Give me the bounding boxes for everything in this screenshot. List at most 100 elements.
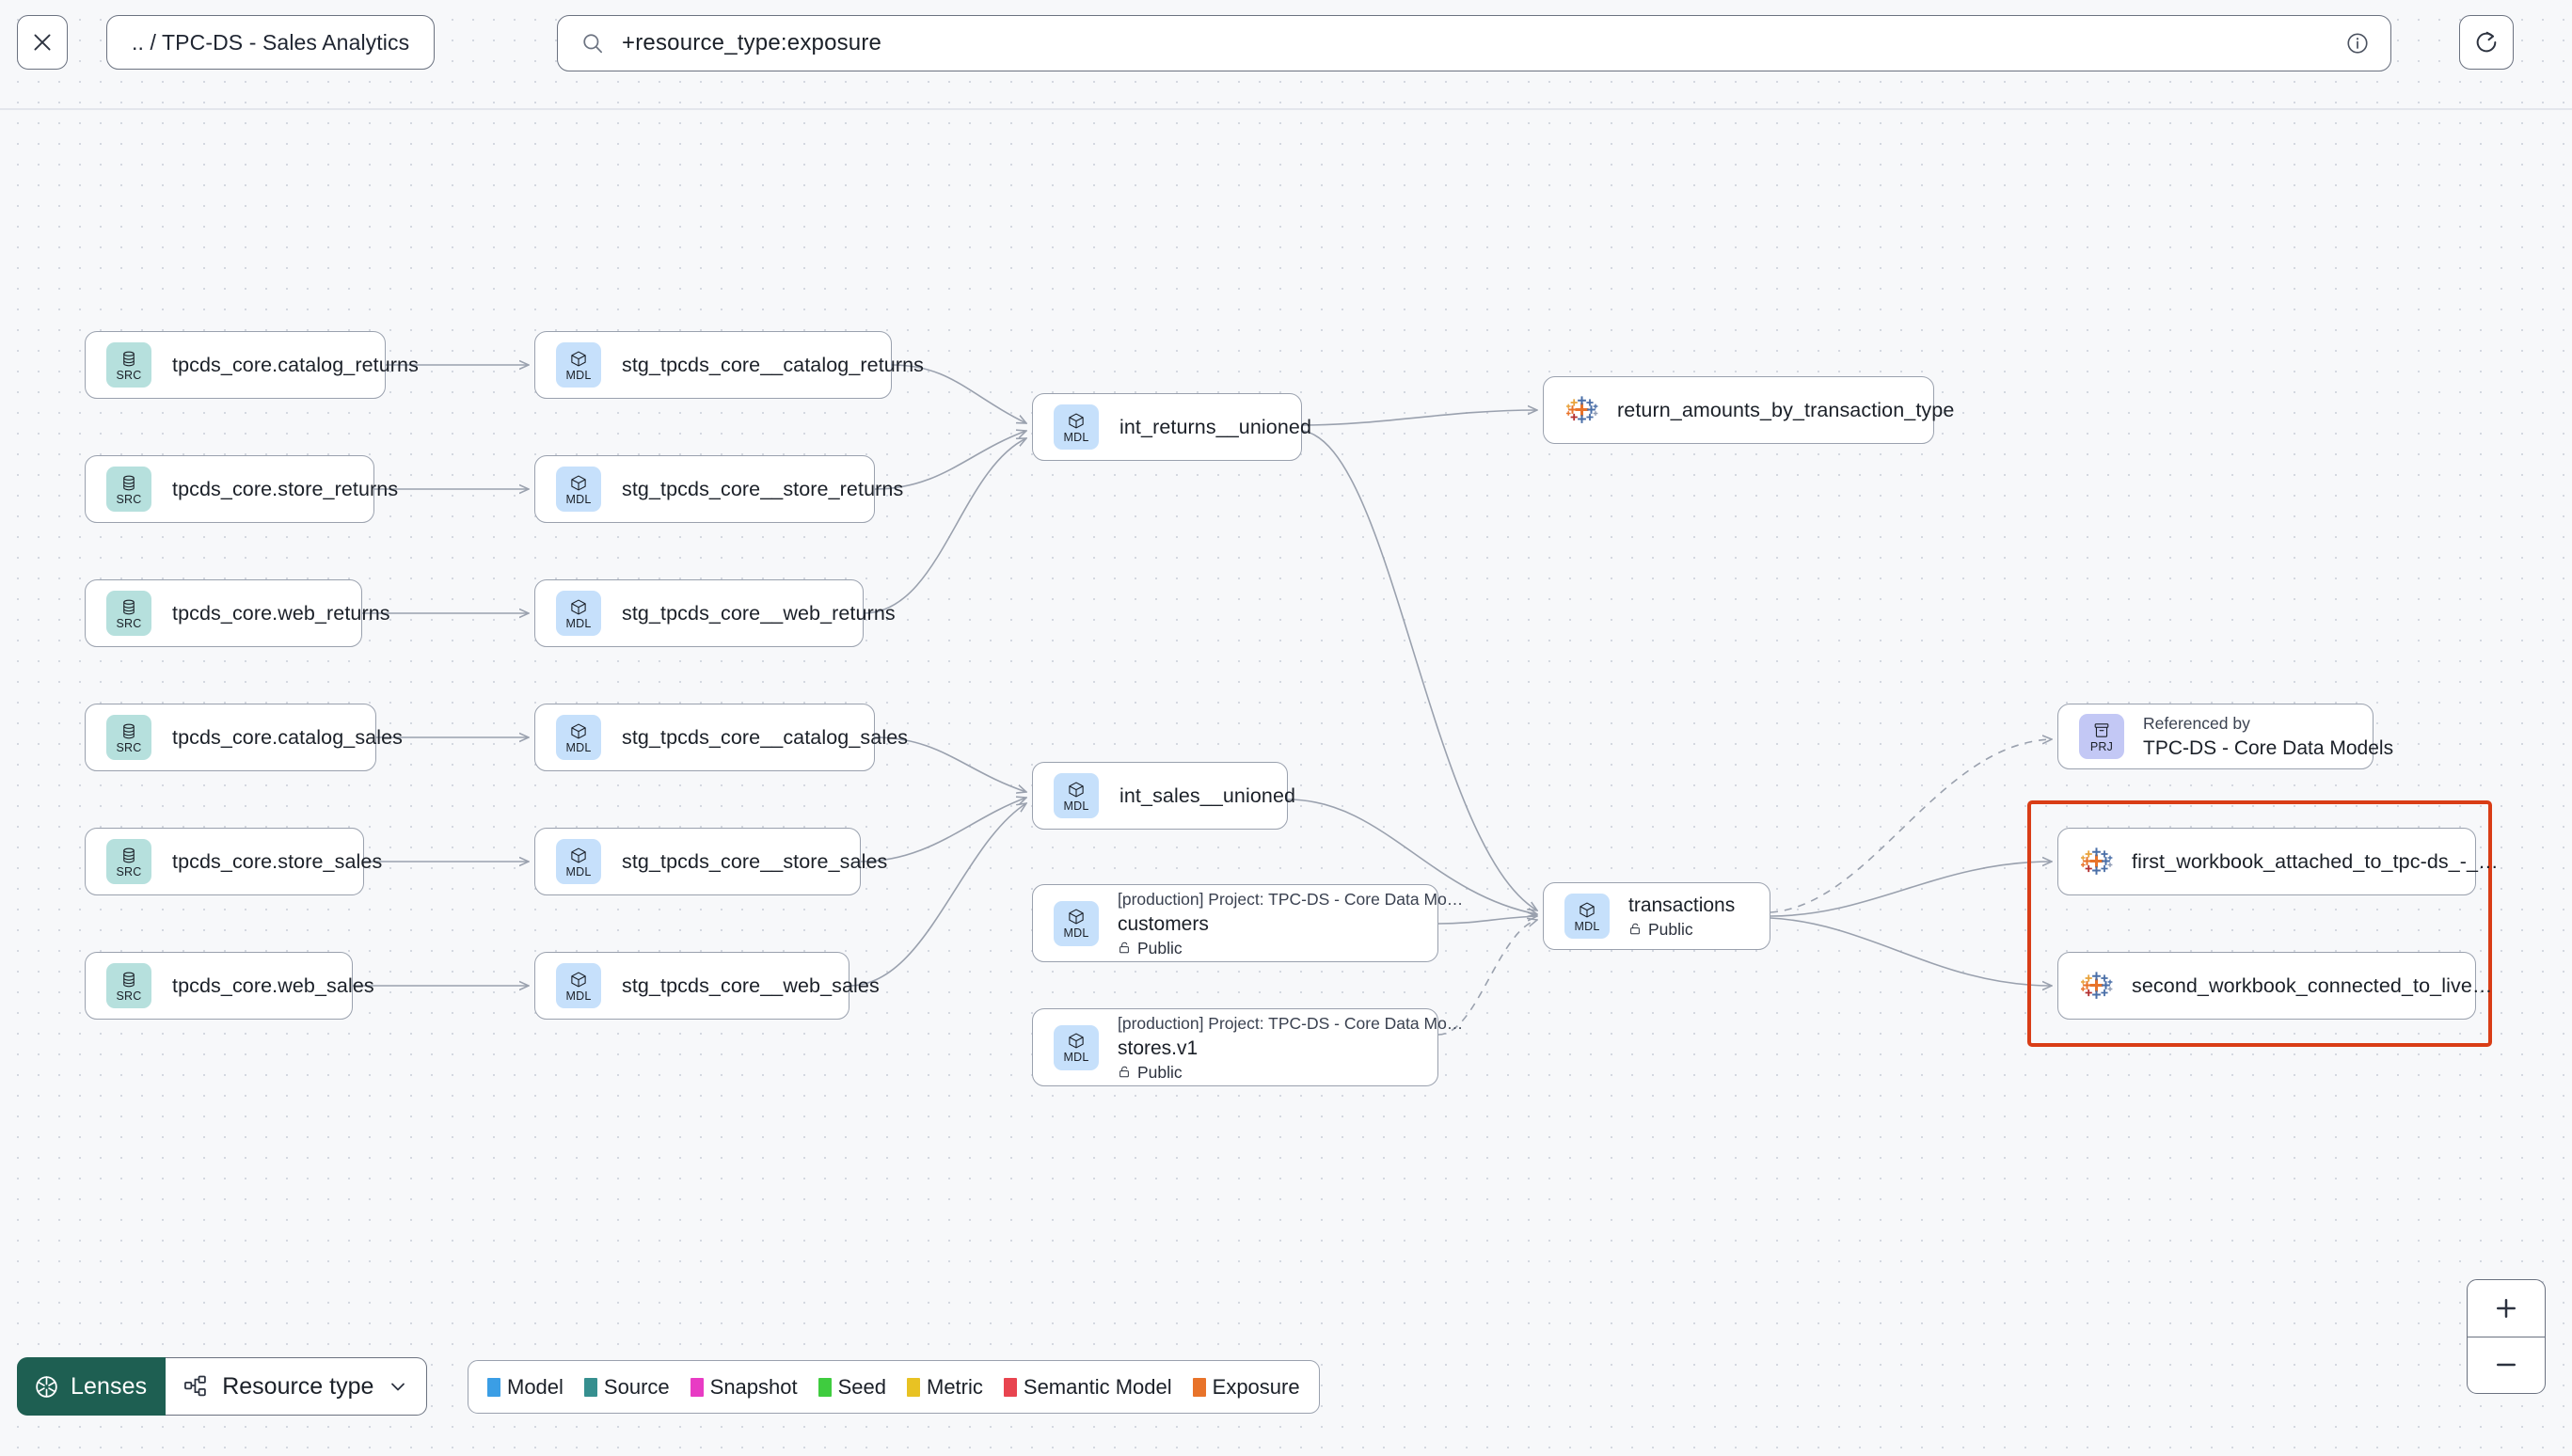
- node-type-badge-label: SRC: [116, 616, 142, 630]
- node-type-badge-label: MDL: [1063, 1051, 1089, 1064]
- legend-item: Metric: [907, 1375, 983, 1400]
- legend-label: Seed: [837, 1374, 886, 1399]
- legend-label: Semantic Model: [1023, 1374, 1172, 1399]
- node-label: stg_tpcds_core__web_sales: [622, 973, 880, 997]
- node-label: tpcds_core.store_returns: [172, 477, 399, 500]
- node-label: transactions: [1628, 894, 1736, 916]
- legend-label: Source: [603, 1374, 670, 1399]
- node-type-badge-label: MDL: [565, 989, 592, 1003]
- node-label: first_workbook_attached_to_tpc-ds_-_…: [2132, 849, 2499, 873]
- chevron-down-icon: [391, 1383, 405, 1391]
- graph-node-src-store-sales[interactable]: SRC tpcds_core.store_sales: [85, 828, 382, 895]
- aperture-icon: [36, 1375, 57, 1398]
- nodes-icon: [184, 1375, 207, 1397]
- node-visibility: Public: [1118, 1061, 1463, 1084]
- resource-type-label: Resource type: [222, 1372, 374, 1400]
- exposure-highlight-box: [2027, 800, 2492, 1047]
- database-icon: [123, 847, 135, 863]
- cube-icon: [1069, 782, 1084, 797]
- lenses-label: Lenses: [71, 1372, 148, 1400]
- cube-icon: [571, 972, 586, 987]
- tableau-icon: [1566, 396, 1598, 423]
- graph-node-stg-web-returns[interactable]: MDL stg_tpcds_core__web_returns: [534, 579, 896, 647]
- node-type-badge: MDL: [556, 715, 601, 760]
- node-type-badge-label: SRC: [116, 864, 142, 878]
- zoom-in-button[interactable]: [2468, 1280, 2545, 1337]
- node-type-badge-label: MDL: [1063, 926, 1089, 940]
- legend-item: Exposure: [1192, 1374, 1300, 1400]
- graph-node-exp-second-workbook[interactable]: second_workbook_connected_to_live…: [2057, 952, 2492, 1020]
- close-icon: [34, 34, 51, 51]
- node-subtitle: Referenced by: [2143, 714, 2250, 733]
- node-visibility-label: Public: [1137, 1062, 1183, 1082]
- lenses-button[interactable]: Lenses: [17, 1357, 167, 1416]
- node-type-badge-label: MDL: [565, 864, 592, 878]
- search-bar[interactable]: +resource_type:exposure: [557, 15, 2391, 71]
- node-label: int_sales__unioned: [1119, 783, 1296, 807]
- graph-node-return-amounts[interactable]: return_amounts_by_transaction_type: [1543, 376, 1954, 444]
- node-label: second_workbook_connected_to_live…: [2132, 973, 2493, 997]
- unlock-icon: [1119, 942, 1129, 954]
- tableau-icon: [2081, 847, 2113, 875]
- unlock-icon: [1119, 1066, 1129, 1078]
- legend-swatch: [818, 1377, 832, 1397]
- graph-node-prj-stores[interactable]: MDL [production] Project: TPC-DS - Core D…: [1032, 1008, 1463, 1086]
- topbar-divider: [0, 108, 2572, 110]
- node-title: stores.v1: [1118, 1037, 1199, 1059]
- node-label: tpcds_core.store_sales: [172, 849, 383, 873]
- cube-icon: [571, 599, 586, 614]
- graph-node-stg-catalog-returns[interactable]: MDL stg_tpcds_core__catalog_returns: [534, 331, 924, 399]
- plus-icon: [2497, 1298, 2516, 1318]
- node-type-badge-label: MDL: [565, 368, 592, 382]
- graph-node-prj-customers[interactable]: MDL [production] Project: TPC-DS - Core D…: [1032, 884, 1463, 962]
- graph-node-stg-catalog-sales[interactable]: MDL stg_tpcds_core__catalog_sales: [534, 704, 908, 771]
- node-visibility-label: Public: [1648, 919, 1693, 939]
- node-body: [production] Project: TPC-DS - Core Data…: [1118, 888, 1463, 959]
- search-input[interactable]: +resource_type:exposure: [622, 30, 882, 55]
- graph-node-src-store-returns[interactable]: SRC tpcds_core.store_returns: [85, 455, 398, 523]
- node-type-badge: SRC: [106, 467, 151, 512]
- node-type-badge-label: SRC: [116, 492, 142, 506]
- node-label: stg_tpcds_core__web_returns: [622, 601, 896, 625]
- node-type-badge-label: SRC: [116, 989, 142, 1003]
- node-label: stg_tpcds_core__catalog_returns: [622, 353, 925, 376]
- graph-node-exp-first-workbook[interactable]: first_workbook_attached_to_tpc-ds_-_…: [2057, 828, 2499, 895]
- graph-node-int-sales-unioned[interactable]: MDL int_sales__unioned: [1032, 762, 1295, 830]
- node-type-badge: MDL: [556, 591, 601, 636]
- node-label: stg_tpcds_core__catalog_sales: [622, 725, 909, 749]
- info-circle-icon[interactable]: [2345, 31, 2370, 55]
- resource-type-dropdown[interactable]: Resource type: [166, 1357, 428, 1416]
- legend-label: Exposure: [1212, 1374, 1300, 1399]
- breadcrumb[interactable]: .. / TPC-DS - Sales Analytics: [106, 15, 436, 70]
- node-label: int_returns__unioned: [1119, 415, 1312, 438]
- node-type-badge: MDL: [556, 839, 601, 884]
- graph-node-src-web-sales[interactable]: SRC tpcds_core.web_sales: [85, 952, 374, 1020]
- graph-node-stg-web-sales[interactable]: MDL stg_tpcds_core__web_sales: [534, 952, 880, 1020]
- node-label: tpcds_core.web_sales: [172, 973, 374, 997]
- legend-item: Snapshot: [690, 1375, 798, 1400]
- cube-icon: [1580, 902, 1595, 917]
- refresh-button[interactable]: [2459, 15, 2514, 70]
- node-type-badge-label: PRJ: [2089, 739, 2114, 753]
- close-button[interactable]: [17, 15, 68, 70]
- node-type-badge: SRC: [106, 839, 151, 884]
- zoom-out-button[interactable]: [2468, 1337, 2545, 1394]
- legend-label: Model: [507, 1374, 564, 1399]
- database-icon: [123, 723, 135, 738]
- node-visibility: Public: [1118, 937, 1463, 959]
- cube-icon: [571, 475, 586, 490]
- node-type-badge: MDL: [1054, 773, 1099, 818]
- node-subtitle: [production] Project: TPC-DS - Core Data…: [1118, 1013, 1464, 1033]
- cube-icon: [571, 847, 586, 863]
